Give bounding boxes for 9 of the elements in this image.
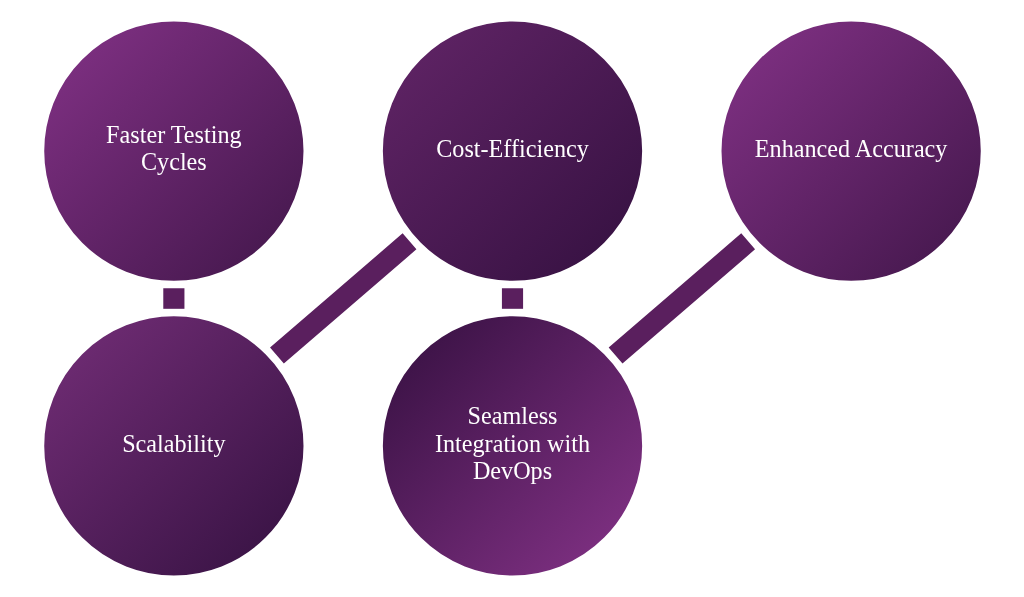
connector [501,288,523,309]
connector [269,233,416,364]
connector [608,233,755,364]
node-circle: Faster Testing Cycles [41,19,306,283]
node-circle: Cost-Efficiency [380,19,644,283]
node-circle: Scalability [41,314,306,578]
node-circle: Enhanced Accuracy [718,19,983,283]
node-circle: Seamless Integration with DevOps [380,314,644,578]
connector [162,288,184,309]
